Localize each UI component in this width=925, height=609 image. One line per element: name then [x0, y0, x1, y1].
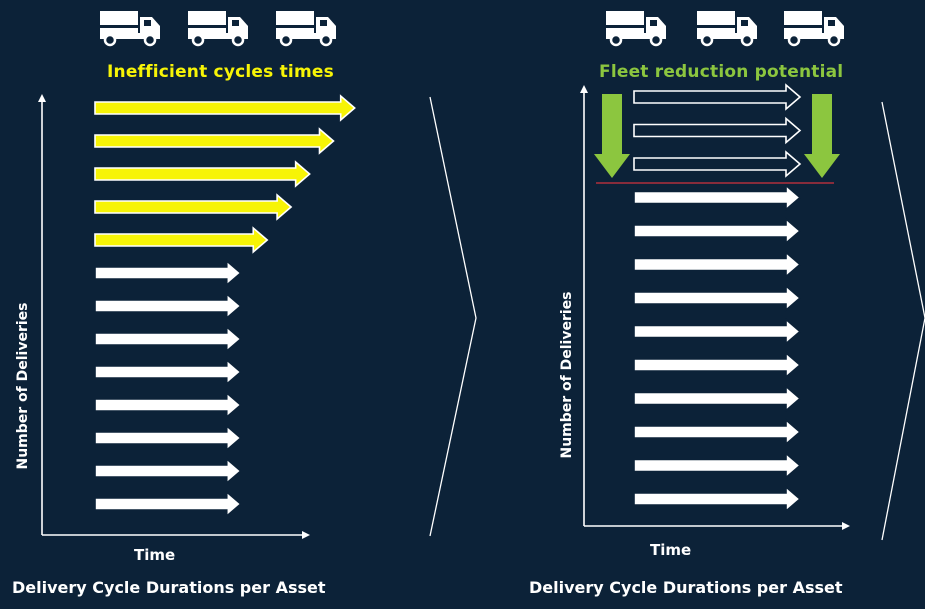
removed-cycle-arrow: [633, 150, 802, 178]
right-truck-icon: [784, 11, 844, 47]
left-x-axis-arrowhead: [302, 531, 310, 539]
left-truck-icon: [188, 11, 248, 47]
cycle-arrow: [94, 259, 242, 287]
left-headline: Inefficient cycles times: [107, 62, 334, 82]
right-x-axis-label: Time: [650, 541, 692, 559]
right-x-axis-arrowhead: [842, 522, 850, 530]
inefficient-cycle-arrow: [94, 127, 335, 155]
cycle-arrow: [94, 325, 242, 353]
cycle-arrow: [94, 391, 242, 419]
removed-cycle-arrow: [633, 116, 802, 145]
left-down-arrow-icon: [594, 94, 630, 178]
right-headline: Fleet reduction potential: [599, 62, 844, 82]
right-y-axis-arrowhead: [580, 85, 588, 93]
cycle-arrow: [633, 217, 802, 245]
left-chevron-divider: [429, 96, 477, 537]
right-y-axis-label: Number of Deliveries: [559, 291, 575, 459]
cycle-arrow: [633, 284, 802, 312]
cycle-arrow: [633, 250, 802, 279]
cycle-arrow: [633, 451, 802, 480]
inefficient-cycle-arrow: [94, 160, 311, 188]
cycle-arrow: [633, 317, 802, 346]
inefficient-cycle-arrow: [94, 94, 356, 122]
left-y-axis-label: Number of Deliveries: [15, 302, 31, 470]
cycle-arrow: [94, 457, 242, 485]
removed-cycle-arrow: [633, 83, 802, 111]
cycle-arrow: [633, 418, 802, 446]
left-caption: Delivery Cycle Durations per Asset: [12, 578, 326, 597]
right-truck-icon: [697, 11, 757, 47]
cycle-arrow: [633, 485, 802, 513]
right-truck-icon: [606, 11, 666, 47]
right-down-arrow-icon: [804, 94, 840, 178]
left-truck-icon: [100, 11, 160, 47]
left-x-axis-label: Time: [134, 546, 176, 564]
cycle-arrow: [633, 351, 802, 379]
right-chevron-divider: [881, 101, 925, 541]
cycle-arrow: [633, 183, 802, 212]
cycle-arrow: [633, 384, 802, 413]
cycle-arrow: [94, 490, 242, 518]
left-truck-icon: [276, 11, 336, 47]
inefficient-cycle-arrow: [94, 226, 269, 254]
left-y-axis-arrowhead: [38, 94, 46, 102]
cycle-arrow: [94, 358, 242, 386]
inefficient-cycle-arrow: [94, 193, 293, 221]
cycle-arrow: [94, 292, 242, 320]
right-caption: Delivery Cycle Durations per Asset: [529, 578, 843, 597]
cycle-arrow: [94, 424, 242, 452]
